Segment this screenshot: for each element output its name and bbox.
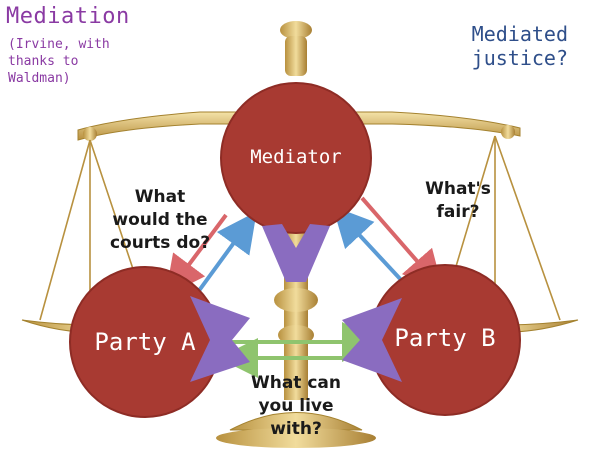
node-mediator-label: Mediator [250, 146, 342, 168]
corner-note: Mediated justice? [471, 22, 568, 70]
chevron-shapes [190, 224, 402, 382]
node-mediator [220, 82, 372, 234]
scale-beam [77, 111, 521, 141]
question-fair: What's fair? [425, 179, 491, 222]
scale-finial [280, 21, 312, 76]
question-courts: What would the courts do? [109, 187, 211, 253]
arrow-party-a-to-mediator [196, 211, 257, 294]
question-live-with: What can you live with? [250, 373, 342, 439]
diagram-title: Mediation [6, 4, 130, 29]
diagram-subtitle: (Irvine, with thanks to Waldman) [8, 37, 110, 86]
node-party-b-label: Party B [394, 324, 496, 352]
node-party-a-label: Party A [94, 328, 196, 356]
